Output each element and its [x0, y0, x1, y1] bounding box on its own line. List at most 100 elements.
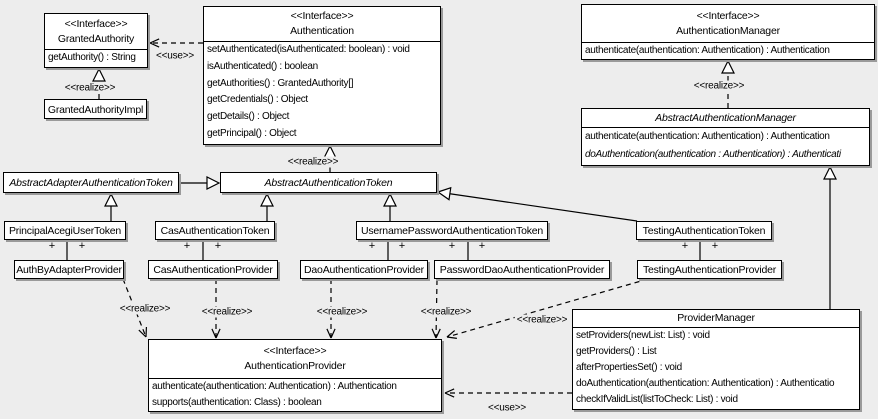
class-name: ProviderManager — [677, 312, 755, 324]
class-name: AbstractAuthenticationToken — [264, 177, 393, 189]
edge-realize-testingprovider-to-authenticationprovider — [446, 278, 649, 339]
edge-stereotype-label: <<realize>> — [62, 82, 118, 94]
class-title-provider-manager: ProviderManager — [573, 310, 859, 328]
class-title-authentication-manager: <<Interface>> AuthenticationManager — [582, 5, 874, 43]
class-name: AbstractAdapterAuthenticationToken — [9, 177, 173, 189]
edge-generalize-providermanager-to-abstractauthenticationmanager — [823, 165, 837, 309]
class-box-granted-authority-impl: GrantedAuthorityImpl — [44, 99, 147, 119]
method-signature: checkIfValidList(listToCheck: List) : vo… — [576, 394, 738, 405]
class-box-granted-authority: <<Interface>>GrantedAuthority getAuthorit… — [44, 13, 148, 68]
class-name: AuthenticationProvider — [244, 360, 346, 372]
class-name: GrantedAuthority — [57, 32, 135, 45]
class-title-abstract-authentication-token: AbstractAuthenticationToken — [221, 173, 436, 194]
edge-use-authentication-to-grantedauthority — [149, 38, 203, 48]
stereotype-label: <<Interface>> — [263, 345, 327, 357]
class-title-dao-authentication-provider: DaoAuthenticationProvider — [301, 261, 427, 280]
class-box-authentication-provider: <<Interface>> AuthenticationProvider authe… — [148, 339, 442, 412]
method-signature: setProviders(newList: List) : void — [576, 330, 710, 341]
hollow-triangle-arrowhead — [260, 192, 274, 207]
class-name: GrantedAuthorityImpl — [47, 103, 144, 116]
method-signature: doAuthentication(authentication: Authent… — [576, 378, 835, 389]
method-signature: getProviders() : List — [576, 346, 657, 357]
class-title-cas-authentication-provider: CasAuthenticationProvider — [149, 261, 277, 280]
class-title-auth-by-adapter-provider: AuthByAdapterProvider — [15, 261, 123, 280]
class-title-authentication-provider: <<Interface>> AuthenticationProvider — [149, 340, 441, 379]
edge-generalize-casauthenticationtoken-to-abstracttoken — [260, 192, 274, 221]
method-signature: doAuthentication(authentication : Authen… — [585, 149, 841, 160]
method-compartment: setProviders(newList: List) : void getPro… — [573, 328, 859, 408]
class-box-abstract-adapter-authentication-token: AbstractAdapterAuthenticationToken — [3, 172, 179, 193]
class-name: CasAuthenticationToken — [160, 225, 270, 237]
edge-stereotype-label: <<realize>> — [314, 306, 370, 318]
class-title-testing-authentication-provider: TestingAuthenticationProvider — [638, 261, 781, 280]
class-box-auth-by-adapter-provider: AuthByAdapterProvider — [14, 260, 124, 279]
method-compartment: authenticate(authentication: Authenticat… — [149, 379, 441, 410]
association-plus-mark: + — [711, 240, 719, 252]
class-name: UsernamePasswordAuthenticationToken — [360, 225, 544, 237]
method-signature: authenticate(authentication: Authenticat… — [585, 131, 830, 142]
class-box-authentication-manager: <<Interface>> AuthenticationManager authen… — [581, 4, 875, 60]
method-signature: getPrincipal() : Object — [207, 128, 297, 140]
edge-generalize-testingtoken-to-abstracttoken — [436, 186, 638, 222]
class-title-username-password-authentication-token: UsernamePasswordAuthenticationToken — [357, 222, 547, 241]
association-plus-mark: + — [368, 240, 376, 252]
hollow-triangle-arrowhead — [92, 67, 106, 82]
class-title-granted-authority-impl: GrantedAuthorityImpl — [45, 100, 146, 120]
class-name: DaoAuthenticationProvider — [304, 264, 424, 276]
class-box-cas-authentication-token: CasAuthenticationToken — [155, 221, 275, 240]
association-plus-mark: + — [478, 240, 486, 252]
edge-stereotype-label: <<realize>> — [199, 306, 255, 318]
edge-generalize-abstractadaptertoken-to-abstracttoken — [179, 176, 221, 190]
class-title-principal-acegi-user-token: PrincipalAcegiUserToken — [5, 222, 125, 241]
class-name: TestingAuthenticationToken — [642, 225, 766, 237]
class-box-authentication: <<Interface>> Authentication setAuthentica… — [203, 6, 441, 145]
method-signature: getAuthorities() : GrantedAuthority[] — [207, 77, 354, 89]
class-box-testing-authentication-provider: TestingAuthenticationProvider — [637, 260, 782, 279]
method-compartment: getAuthority() : String — [45, 50, 147, 66]
edge-stereotype-label: <<use>> — [153, 50, 197, 62]
edge-generalize-principalacegiusertoken-to-abstractadaptertoken — [104, 192, 118, 221]
method-compartment: authenticate(authentication: Authenticat… — [582, 43, 874, 58]
association-plus-mark: + — [681, 240, 689, 252]
class-name: TestingAuthenticationProvider — [642, 264, 777, 276]
class-name: AuthByAdapterProvider — [16, 264, 122, 276]
hollow-triangle-arrowhead — [436, 186, 452, 201]
method-compartment: authenticate(authentication: Authenticat… — [582, 128, 869, 164]
class-title-cas-authentication-token: CasAuthenticationToken — [156, 222, 274, 241]
association-plus-mark: + — [48, 240, 56, 252]
hollow-triangle-arrowhead — [104, 192, 118, 207]
edge-stereotype-label: <<use>> — [485, 402, 529, 414]
association-plus-mark: + — [183, 240, 191, 252]
class-title-authentication: <<Interface>> Authentication — [204, 7, 440, 42]
edge-generalize-usernamepasswordtoken-to-abstracttoken — [383, 192, 397, 221]
edge-stereotype-label: <<realize>> — [285, 156, 341, 168]
method-signature: getCredentials() : Object — [207, 94, 308, 106]
class-name: PrincipalAcegiUserToken — [8, 225, 122, 237]
method-signature: getAuthority() : String — [48, 52, 136, 63]
class-name: AuthenticationManager — [676, 24, 780, 37]
class-box-provider-manager: ProviderManager setProviders(newList: Lis… — [572, 309, 860, 410]
class-box-abstract-authentication-token: AbstractAuthenticationToken — [220, 172, 437, 193]
method-compartment: setAuthenticated(isAuthenticated: boolea… — [204, 42, 440, 143]
edge-realize-abstractauthenticationmanager-to-authenticationmanager — [721, 59, 735, 108]
edge-stereotype-label: <<realize>> — [691, 80, 747, 92]
association-plus-mark: + — [78, 240, 86, 252]
stereotype-label: <<Interface>> — [290, 10, 354, 22]
hollow-triangle-arrowhead — [206, 176, 221, 190]
edge-stereotype-label: <<realize>> — [514, 314, 570, 326]
edge-stereotype-label: <<realize>> — [117, 303, 173, 315]
method-signature: afterPropertiesSet() : void — [576, 362, 682, 373]
class-name: Authentication — [290, 25, 354, 37]
association-plus-mark: + — [448, 240, 456, 252]
method-signature: supports(authentication: Class) : boolea… — [152, 396, 322, 408]
method-signature: authenticate(authentication: Authenticat… — [585, 45, 830, 56]
class-title-granted-authority: <<Interface>>GrantedAuthority — [45, 14, 147, 50]
edge-stereotype-label: <<realize>> — [418, 306, 474, 318]
stereotype-label: <<Interface>> — [696, 9, 760, 22]
hollow-triangle-arrowhead — [823, 165, 837, 180]
class-box-testing-authentication-token: TestingAuthenticationToken — [636, 221, 772, 240]
class-title-abstract-adapter-authentication-token: AbstractAdapterAuthenticationToken — [4, 173, 178, 194]
method-signature: isAuthenticated() : boolean — [207, 60, 318, 72]
class-name: CasAuthenticationProvider — [153, 264, 273, 276]
